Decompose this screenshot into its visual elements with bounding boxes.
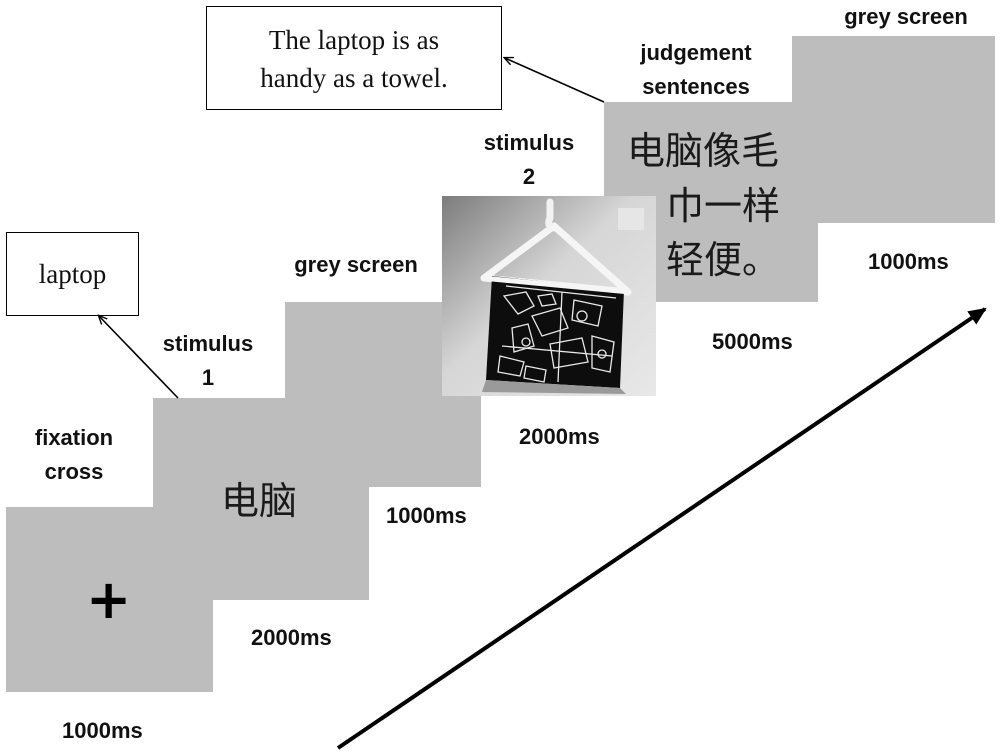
pointer-arrow-sentence [505, 58, 605, 103]
stimulus2-image [442, 196, 656, 396]
label-judgement-sentences: judgement sentences [640, 40, 752, 99]
judgement-sentence-line-3: 轻便。 [666, 238, 781, 282]
duration-grey-screen-2: 1000ms [868, 249, 949, 274]
translation-box-sentence: The laptop is as handy as a towel. [206, 6, 502, 110]
translation-sentence-line-1: The laptop is as [268, 25, 440, 55]
grey-screen-2 [792, 36, 995, 223]
duration-grey-screen-1: 1000ms [386, 503, 467, 528]
label-fixation-cross: fixation cross [34, 425, 114, 484]
label-grey-screen-2: grey screen [844, 4, 968, 29]
time-axis-arrow-icon [336, 307, 987, 750]
duration-fixation: 1000ms [62, 718, 143, 743]
translation-sentence-line-2: handy as a towel. [260, 63, 448, 93]
judgement-sentence-line-1: 电脑像毛 [627, 129, 780, 173]
stimulus1-word: 电脑 [221, 479, 298, 523]
translation-word: laptop [38, 259, 107, 289]
label-grey-screen-1: grey screen [294, 252, 418, 277]
pointer-arrow-word [99, 316, 179, 399]
label-stimulus-1: stimulus 1 [162, 331, 254, 390]
fixation-cross: + [86, 568, 132, 631]
duration-judgement: 5000ms [712, 329, 793, 354]
translation-box-word: laptop [6, 232, 139, 316]
judgement-sentence-line-2: 巾一样 [666, 184, 781, 228]
label-stimulus-2: stimulus 2 [483, 130, 575, 189]
duration-stimulus-2: 2000ms [519, 424, 600, 449]
duration-stimulus-1: 2000ms [251, 625, 332, 650]
